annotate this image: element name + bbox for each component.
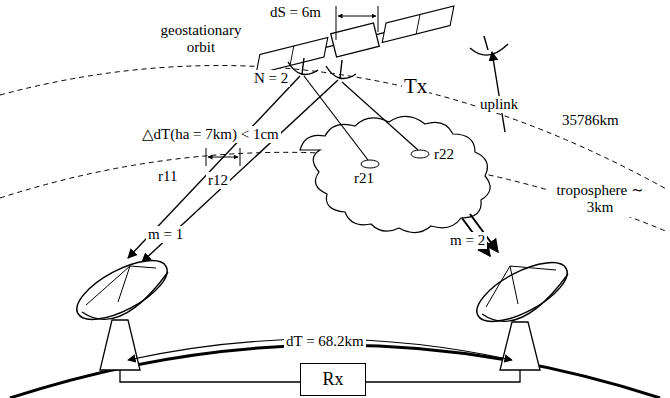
- satellite: [251, 3, 459, 77]
- pedestal: [500, 322, 540, 370]
- dish: [68, 249, 175, 331]
- label: Tx: [402, 74, 429, 98]
- label: r11: [156, 168, 179, 185]
- label: 35786km: [560, 112, 621, 129]
- satellite-body: [331, 23, 379, 57]
- cloud: [300, 116, 490, 232]
- reflector: [288, 58, 318, 75]
- beam: [142, 80, 338, 262]
- dish-back: [82, 272, 168, 319]
- panel-divider: [290, 46, 294, 65]
- dish: [468, 251, 575, 333]
- dish-antenna: [468, 251, 575, 370]
- label: m = 1: [146, 226, 185, 243]
- piercing-point: [361, 160, 379, 168]
- label: geostationary orbit: [150, 22, 252, 57]
- dimension-tick: [240, 148, 241, 166]
- label: dS = 6m: [268, 4, 323, 21]
- uplink-arrow: [492, 52, 505, 132]
- dimension-arrow: [338, 16, 376, 17]
- label: uplink: [478, 96, 520, 113]
- beam: [304, 76, 368, 160]
- dimension-tick: [206, 148, 207, 166]
- feed-support: [486, 266, 556, 307]
- dimension-tick: [336, 6, 337, 40]
- panel-arm: [376, 33, 384, 35]
- panel-arm: [326, 45, 334, 47]
- cable: [120, 370, 300, 382]
- label: dT = 68.2km: [284, 333, 366, 350]
- label: r12: [206, 172, 230, 189]
- solar-panel: [382, 6, 454, 42]
- uplink-antenna: [470, 36, 508, 55]
- dish-back: [482, 274, 568, 321]
- dimension-tick: [378, 6, 379, 32]
- pedestal: [100, 320, 140, 370]
- label: △dT(ha = 7km) < 1cm: [140, 126, 281, 143]
- dimension-arrow: [208, 157, 238, 158]
- receiver-box: Rx: [300, 363, 366, 396]
- panel-divider: [416, 15, 420, 34]
- solar-panel: [256, 38, 328, 74]
- label: r22: [432, 146, 456, 163]
- label: r21: [352, 170, 376, 187]
- label: troposphere ∼ 3km: [548, 182, 652, 217]
- beam: [128, 76, 300, 258]
- feed-support: [86, 266, 156, 305]
- dish-antenna: [68, 249, 175, 370]
- cable: [366, 370, 520, 382]
- piercing-point: [411, 150, 429, 158]
- reflector: [326, 60, 356, 79]
- label: m = 2: [448, 232, 487, 249]
- node-text: Rx: [322, 369, 343, 390]
- label: N = 2: [252, 70, 290, 87]
